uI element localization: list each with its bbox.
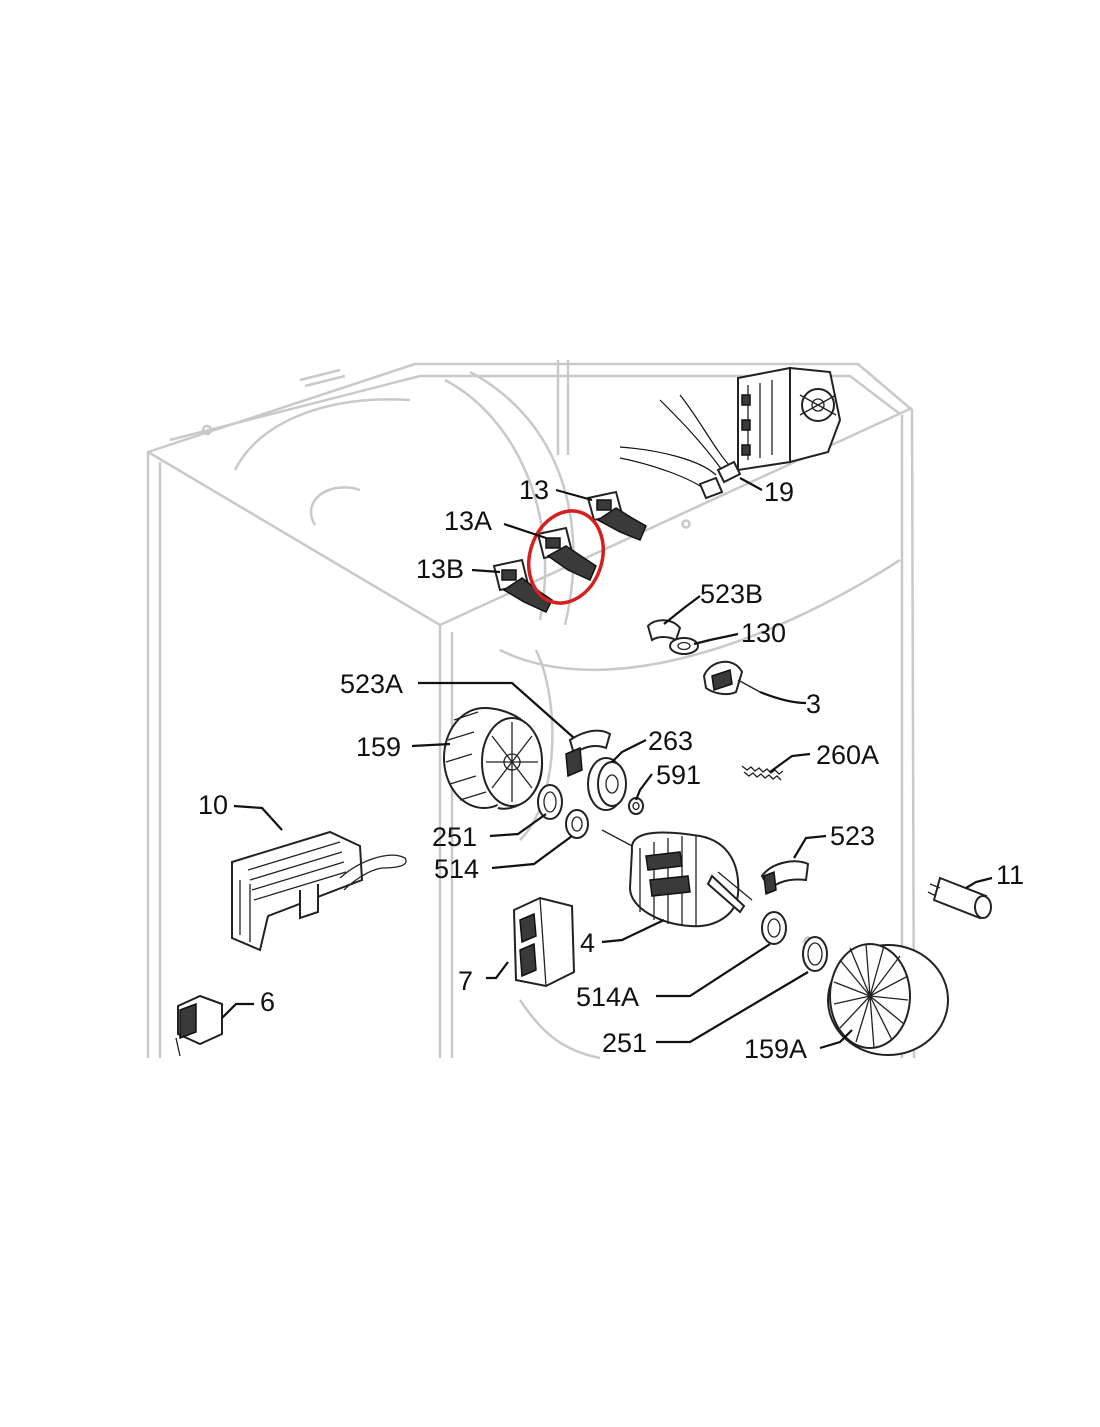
part-3 bbox=[702, 661, 761, 696]
part-514-ring bbox=[565, 809, 589, 839]
label-4: 4 bbox=[580, 928, 595, 958]
part-260A-spring bbox=[741, 765, 784, 781]
label-263: 263 bbox=[648, 726, 693, 756]
label-591: 591 bbox=[656, 760, 701, 790]
label-7: 7 bbox=[458, 966, 473, 996]
label-11: 11 bbox=[996, 860, 1024, 890]
part-159A-fan bbox=[827, 943, 949, 1056]
dryer-housing bbox=[146, 360, 916, 1060]
part-7-door-lock bbox=[512, 896, 576, 988]
label-19: 19 bbox=[764, 477, 794, 507]
part-11-capacitor bbox=[927, 876, 992, 920]
label-13B: 13B bbox=[416, 554, 464, 584]
part-263-pulley bbox=[587, 757, 627, 811]
leader-lines bbox=[221, 477, 993, 1050]
label-514: 514 bbox=[434, 854, 479, 884]
part-523A bbox=[565, 729, 612, 778]
highlight-circle bbox=[527, 509, 605, 605]
part-13B bbox=[492, 558, 553, 613]
part-13A bbox=[536, 526, 597, 581]
label-159A: 159A bbox=[744, 1034, 807, 1064]
part-523-bracket bbox=[760, 860, 810, 896]
part-4-motor bbox=[601, 829, 753, 928]
wires bbox=[619, 394, 731, 491]
part-6-sensor bbox=[175, 994, 223, 1057]
label-251-lower: 251 bbox=[602, 1028, 647, 1058]
label-523: 523 bbox=[830, 821, 875, 851]
part-251-ring-upper bbox=[537, 784, 563, 820]
label-6: 6 bbox=[260, 987, 275, 1017]
label-523A: 523A bbox=[340, 669, 403, 699]
part-19-connectors bbox=[698, 460, 742, 500]
timer-part bbox=[737, 366, 842, 472]
label-13: 13 bbox=[519, 475, 549, 505]
label-514A: 514A bbox=[576, 982, 639, 1012]
label-251-upper: 251 bbox=[432, 822, 477, 852]
label-260A: 260A bbox=[816, 740, 879, 770]
part-13 bbox=[586, 490, 647, 541]
part-591-washer bbox=[628, 797, 644, 815]
label-3: 3 bbox=[806, 689, 821, 719]
part-514A-ring bbox=[761, 911, 787, 945]
part-159-wheel bbox=[443, 707, 544, 810]
label-13A: 13A bbox=[444, 506, 492, 536]
part-251-ring-lower bbox=[802, 936, 828, 972]
label-10: 10 bbox=[198, 790, 228, 820]
part-labels: 13 13A 13B 19 523B 130 3 523A 263 159 59… bbox=[198, 475, 1024, 1064]
part-130 bbox=[669, 637, 699, 655]
label-159: 159 bbox=[356, 732, 401, 762]
part-10-heater bbox=[230, 830, 407, 952]
label-523B: 523B bbox=[700, 579, 763, 609]
label-130: 130 bbox=[741, 618, 786, 648]
